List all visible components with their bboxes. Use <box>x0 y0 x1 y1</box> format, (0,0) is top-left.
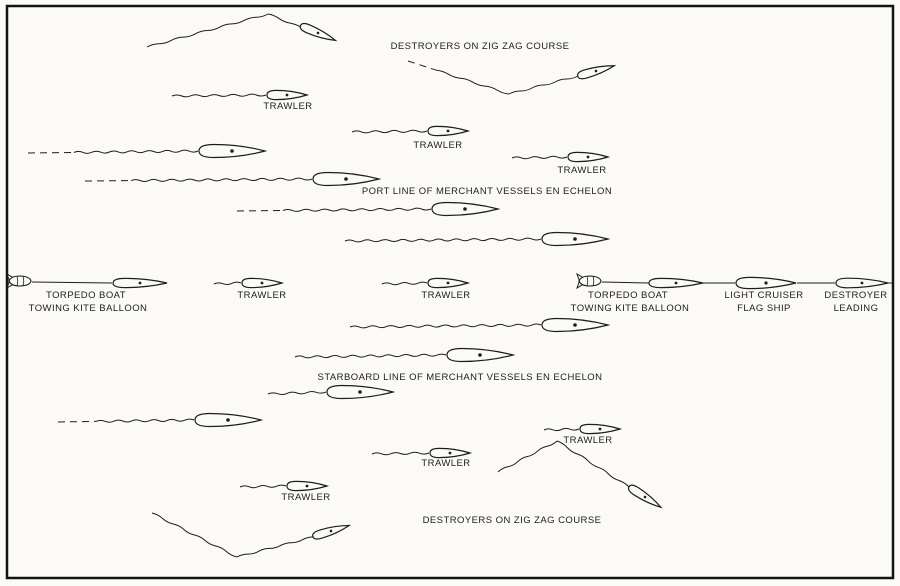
wake-zigzag-topright-2 <box>508 75 579 95</box>
caption-cruiser-line1: LIGHT CRUISER <box>724 290 803 301</box>
torpedo-boat-left <box>112 277 168 289</box>
trawler-ship-3 <box>567 151 611 163</box>
wake-zigzag-topleft-2 <box>267 13 303 29</box>
merchant-starboard-4 <box>194 412 264 428</box>
wake-merchant-port-3 <box>236 207 432 212</box>
caption-trawler-7: TRAWLER <box>421 458 470 469</box>
merchant-starboard-2 <box>446 347 516 363</box>
caption-port-line: PORT LINE OF MERCHANT VESSELS EN ECHELON <box>362 186 612 197</box>
wake-merchant-starboard-1 <box>349 323 542 329</box>
destroyer-zigzag-bottom-left <box>312 524 352 540</box>
towlines-layer <box>31 281 650 284</box>
merchant-starboard-3 <box>326 384 396 400</box>
caption-trawler-3: TRAWLER <box>557 165 606 176</box>
wake-merchant-port-1 <box>27 149 199 154</box>
merchant-port-2 <box>312 171 382 187</box>
caption-trawler-8: TRAWLER <box>281 492 330 503</box>
caption-torpedo-right-line2: TOWING KITE BALLOON <box>571 303 690 314</box>
kite-balloon-left <box>6 272 32 290</box>
wake-trawler-7 <box>371 451 430 456</box>
destroyer-zigzag-bottom-right <box>627 484 663 509</box>
labels-layer: DESTROYERS ON ZIG ZAG COURSE TRAWLER TRAWL… <box>29 41 887 526</box>
diagram-border <box>5 4 895 580</box>
caption-torpedo-left-line2: TOWING KITE BALLOON <box>29 303 148 314</box>
caption-trawler-6: TRAWLER <box>563 435 612 446</box>
wake-trawler-5 <box>381 281 428 286</box>
destroyer-zigzag-top-left <box>299 22 338 42</box>
merchant-port-4 <box>541 231 611 247</box>
wake-merchant-port-2 <box>84 177 313 182</box>
caption-trawler-1: TRAWLER <box>263 101 312 112</box>
balloons-layer <box>6 272 602 290</box>
merchant-starboard-1 <box>541 317 611 333</box>
wake-trawler-8 <box>239 484 287 489</box>
merchant-port-1 <box>198 143 268 159</box>
trawler-ship-8 <box>286 480 330 492</box>
trawler-ship-7 <box>429 447 473 459</box>
wake-merchant-starboard-3 <box>267 391 327 395</box>
wake-zigzag-bottomleft-1 <box>151 512 238 558</box>
caption-trawler-5: TRAWLER <box>421 290 470 301</box>
trawler-ship-1 <box>266 89 310 101</box>
caption-torpedo-left-line1: TORPEDO BOAT <box>46 290 126 301</box>
wake-zigzag-topleft-1 <box>146 13 269 48</box>
torpedo-boat-right <box>648 277 704 289</box>
wake-trawler-3 <box>511 155 568 160</box>
wake-trawler-2 <box>351 129 428 134</box>
trawler-ship-6 <box>579 423 623 435</box>
caption-cruiser-line2: FLAG SHIP <box>737 303 791 314</box>
merchant-port-3 <box>431 201 501 217</box>
caption-torpedo-right-line1: TORPEDO BOAT <box>588 290 668 301</box>
wake-merchant-starboard-2 <box>294 353 447 359</box>
wake-trawler-4 <box>213 281 242 285</box>
light-cruiser-flagship <box>735 276 797 290</box>
caption-starboard-line: STARBOARD LINE OF MERCHANT VESSELS EN EC… <box>318 372 603 383</box>
caption-trawler-4: TRAWLER <box>237 290 286 301</box>
trawler-ship-5 <box>427 277 471 289</box>
wake-merchant-starboard-4 <box>57 418 195 423</box>
wake-zigzag-bottomright-1 <box>497 440 558 473</box>
towline-balloon-right <box>601 281 650 284</box>
wake-zigzag-topright-1 <box>407 60 510 95</box>
trawler-ship-4 <box>241 277 285 289</box>
destroyer-leading <box>835 277 889 289</box>
caption-destroyer-line2: LEADING <box>834 303 879 314</box>
caption-destroyers-top: DESTROYERS ON ZIG ZAG COURSE <box>391 41 570 52</box>
wakes-layer <box>27 13 893 558</box>
towline-balloon-left <box>31 281 113 284</box>
caption-destroyer-line1: DESTROYER <box>824 290 887 301</box>
wake-zigzag-bottomleft-2 <box>236 536 314 558</box>
vessels-layer <box>112 22 889 540</box>
caption-destroyers-bottom: DESTROYERS ON ZIG ZAG COURSE <box>423 515 602 526</box>
kite-balloon-right <box>576 272 602 290</box>
wake-trawler-6 <box>543 427 580 432</box>
caption-trawler-2: TRAWLER <box>413 140 462 151</box>
wake-zigzag-bottomright-2 <box>556 440 630 488</box>
wake-trawler-1 <box>171 93 267 98</box>
destroyer-zigzag-top-right <box>576 65 617 80</box>
wake-merchant-port-4 <box>344 237 542 243</box>
trawler-ship-2 <box>427 125 471 137</box>
